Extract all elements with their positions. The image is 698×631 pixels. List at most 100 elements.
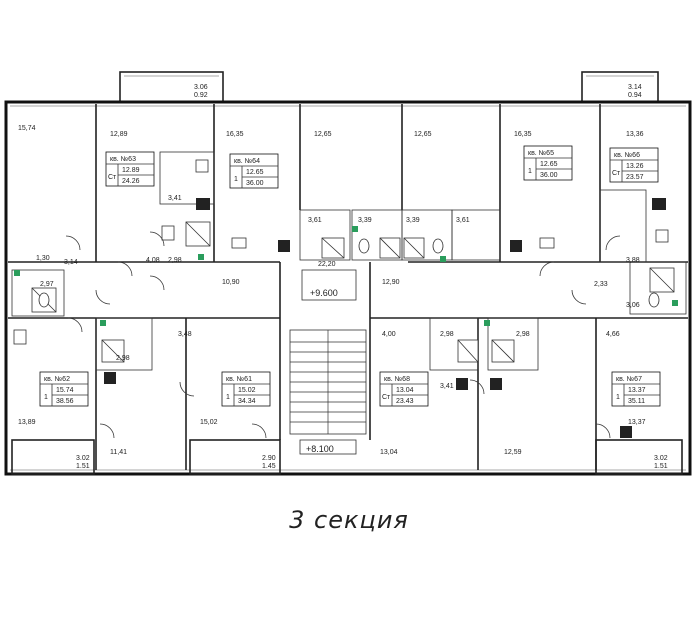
balcony-top-left-area2: 0.92 <box>194 92 208 99</box>
room-area: 1,30 <box>36 255 50 262</box>
room-area: 3,14 <box>64 259 78 266</box>
room-area: 2,33 <box>594 281 608 288</box>
balcony-bottom-left: 3.02 1.51 <box>11 439 95 475</box>
apartment-label-63: кв. №63 Ст 12.89 24.26 <box>105 151 155 187</box>
svg-text:15.74: 15.74 <box>56 387 74 394</box>
level-lower: +8.100 <box>306 444 334 454</box>
svg-text:кв. №65: кв. №65 <box>528 150 554 157</box>
svg-text:Ст: Ст <box>108 174 117 181</box>
svg-text:13.37: 13.37 <box>628 387 646 394</box>
room-area: 12,89 <box>110 131 128 138</box>
svg-text:1: 1 <box>528 168 532 175</box>
level-upper: +9.600 <box>310 288 338 298</box>
balcony-bottom-right: 3.02 1.51 <box>595 439 683 475</box>
svg-text:36.00: 36.00 <box>246 180 264 187</box>
room-area: 2,98 <box>116 355 130 362</box>
apartment-label-64: кв. №64 1 12.65 36.00 <box>229 153 279 189</box>
svg-text:12.65: 12.65 <box>246 169 264 176</box>
balcony-bottom-right-area: 3.02 <box>654 455 668 462</box>
svg-text:Ст: Ст <box>382 394 391 401</box>
apartment-label-62: кв. №62 1 15.74 38.56 <box>39 371 89 407</box>
room-area: 3,61 <box>308 217 322 224</box>
room-area: 12,65 <box>414 131 432 138</box>
room-area: 3,48 <box>178 331 192 338</box>
room-area: 13,04 <box>380 449 398 456</box>
room-area: 3,39 <box>358 217 372 224</box>
bathroom-fixtures <box>14 221 678 363</box>
svg-text:кв. №62: кв. №62 <box>44 376 70 383</box>
balcony-bottom-center-area2: 1.45 <box>262 463 276 470</box>
room-area: 4,08 <box>146 257 160 264</box>
svg-text:38.56: 38.56 <box>56 398 74 405</box>
svg-text:24.26: 24.26 <box>122 178 140 185</box>
room-area: 2,97 <box>40 281 54 288</box>
room-area: 3,41 <box>440 383 454 390</box>
svg-text:кв. №64: кв. №64 <box>234 158 260 165</box>
balcony-top-right-area2: 0.94 <box>628 92 642 99</box>
svg-text:Ст: Ст <box>612 170 621 177</box>
balcony-bottom-left-area2: 1.51 <box>76 463 90 470</box>
apartment-label-65: кв. №65 1 12.65 36.00 <box>523 145 573 181</box>
balcony-bottom-center-area: 2.90 <box>262 455 276 462</box>
svg-text:кв. №68: кв. №68 <box>384 376 410 383</box>
outer-walls <box>4 100 692 476</box>
svg-text:1: 1 <box>234 176 238 183</box>
room-area: 10,90 <box>222 279 240 286</box>
room-area: 2,98 <box>440 331 454 338</box>
room-area: 12,59 <box>504 449 522 456</box>
room-area: 12,90 <box>382 279 400 286</box>
room-area: 16,35 <box>514 131 532 138</box>
room-area-labels: 15,74 12,89 16,35 12,65 12,65 16,35 13,3… <box>18 125 646 456</box>
room-area: 3,06 <box>626 302 640 309</box>
svg-text:13.04: 13.04 <box>396 387 414 394</box>
room-area: 13,37 <box>628 419 646 426</box>
svg-text:1: 1 <box>226 394 230 401</box>
section-title: 3 секция <box>289 506 409 534</box>
svg-text:13.26: 13.26 <box>626 163 644 170</box>
svg-text:12.65: 12.65 <box>540 161 558 168</box>
kitchen-fixtures <box>13 159 669 438</box>
room-area: 15,74 <box>18 125 36 132</box>
staircase <box>289 269 367 455</box>
room-area: 13,36 <box>626 131 644 138</box>
apartment-label-66: кв. №66 Ст 13.26 23.57 <box>609 147 659 183</box>
level-marks: +9.600 +8.100 <box>306 288 338 454</box>
svg-text:35.11: 35.11 <box>628 398 645 405</box>
apartment-label-61: кв. №61 1 15.02 34.34 <box>221 371 271 407</box>
room-area: 4,00 <box>382 331 396 338</box>
svg-text:12.89: 12.89 <box>122 167 140 174</box>
balcony-top-left-area: 3.06 <box>194 84 208 91</box>
balcony-top-right-area: 3.14 <box>628 84 642 91</box>
room-area: 13,89 <box>18 419 36 426</box>
door-swings <box>65 231 621 439</box>
svg-text:15.02: 15.02 <box>238 387 256 394</box>
balcony-bottom-left-area: 3.02 <box>76 455 90 462</box>
balcony-bottom-right-area2: 1.51 <box>654 463 668 470</box>
room-area: 16,35 <box>226 131 244 138</box>
svg-text:кв. №67: кв. №67 <box>616 376 642 383</box>
balcony-top-right: 3.14 0.94 <box>581 71 659 103</box>
svg-text:1: 1 <box>616 394 620 401</box>
room-area: 22,20 <box>318 261 336 268</box>
svg-text:1: 1 <box>44 394 48 401</box>
balcony-top-left: 3.06 0.92 <box>119 71 224 103</box>
svg-text:кв. №66: кв. №66 <box>614 152 640 159</box>
svg-text:23.43: 23.43 <box>396 398 414 405</box>
room-area: 2,98 <box>168 257 182 264</box>
room-area: 3,39 <box>406 217 420 224</box>
svg-text:34.34: 34.34 <box>238 398 256 405</box>
room-area: 2,98 <box>516 331 530 338</box>
svg-text:36.00: 36.00 <box>540 172 558 179</box>
room-area: 3,41 <box>168 195 182 202</box>
room-area: 3,88 <box>626 257 640 264</box>
balcony-bottom-center: 2.90 1.45 <box>189 439 281 475</box>
room-area: 15,02 <box>200 419 218 426</box>
room-area: 11,41 <box>110 449 127 456</box>
svg-text:23.57: 23.57 <box>626 174 644 181</box>
room-area: 3,61 <box>456 217 470 224</box>
room-area: 4,66 <box>606 331 620 338</box>
svg-text:кв. №63: кв. №63 <box>110 156 136 163</box>
room-area: 12,65 <box>314 131 332 138</box>
apartment-label-68: кв. №68 Ст 13.04 23.43 <box>379 371 429 407</box>
